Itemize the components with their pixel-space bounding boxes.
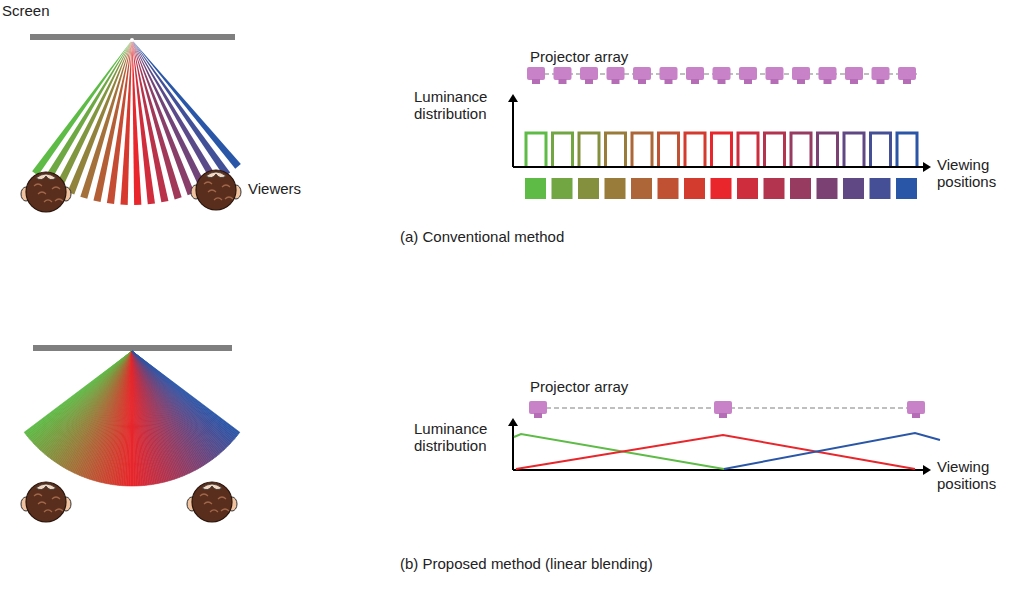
luminance-pulse (818, 133, 838, 166)
projector-icon (580, 67, 598, 84)
annotation-label: Screen (2, 2, 82, 19)
projector-icon (766, 67, 784, 84)
light-ray (120, 40, 132, 205)
view-swatch (764, 178, 785, 199)
projector-icon (792, 67, 810, 84)
blended-light (127, 351, 132, 486)
annotation-label: Viewing positions (937, 156, 1029, 190)
view-swatch (817, 178, 838, 199)
projector-icon (554, 67, 572, 84)
luminance-ramp (724, 433, 940, 469)
light-ray (132, 40, 182, 199)
light-ray (132, 40, 219, 184)
luminance-pulse (526, 133, 546, 166)
subfigure-caption: (a) Conventional method (400, 228, 660, 245)
projector-icon (713, 67, 731, 84)
luminance-pulse (765, 133, 785, 166)
light-ray (107, 40, 132, 204)
light-ray (132, 40, 241, 169)
annotation-label: Projector array (530, 48, 690, 65)
luminance-pulse (685, 133, 705, 166)
viewer-head (187, 482, 237, 522)
projector-icon (527, 67, 545, 84)
luminance-pulse (606, 133, 626, 166)
projector-icon (660, 67, 678, 84)
luminance-pulse (659, 133, 679, 166)
viewer-head (21, 172, 71, 212)
projector-icon (714, 401, 732, 418)
blended-light (121, 351, 132, 486)
blended-light (114, 351, 132, 485)
projector-icon (898, 67, 916, 84)
view-swatch (658, 178, 679, 199)
projector-icon (845, 67, 863, 84)
annotation-label: Luminance distribution (414, 88, 506, 122)
annotation-label: Projector array (530, 378, 690, 395)
luminance-pulse (897, 133, 917, 166)
projector-icon (872, 67, 890, 84)
blended-light (132, 351, 240, 434)
axes (508, 94, 931, 172)
luminance-pulse (844, 133, 864, 166)
luminance-pulse (712, 133, 732, 166)
viewer-head (21, 482, 71, 522)
view-swatch (737, 178, 758, 199)
screen-bar (33, 345, 232, 351)
view-swatch (790, 178, 811, 199)
blended-light (128, 351, 132, 486)
blended-light (125, 351, 132, 486)
luminance-pulse (791, 133, 811, 166)
view-swatch (578, 178, 599, 199)
luminance-pulse (738, 133, 758, 166)
luminance-pulse (553, 133, 573, 166)
projector-icon (529, 401, 547, 418)
blended-light (118, 351, 132, 485)
blended-light (116, 351, 132, 485)
luminance-pulse (871, 133, 891, 166)
view-swatch (870, 178, 891, 199)
projector-icon (607, 67, 625, 84)
view-swatch (843, 178, 864, 199)
view-swatch (684, 178, 705, 199)
view-swatch (525, 178, 546, 199)
annotation-label: Viewers (248, 180, 328, 197)
subfigure-caption: (b) Proposed method (linear blending) (400, 555, 720, 572)
annotation-label: Viewing positions (937, 458, 1029, 492)
view-swatch (896, 178, 917, 199)
view-swatch (631, 178, 652, 199)
projector-icon (819, 67, 837, 84)
blended-light (123, 351, 132, 486)
projector-icon (633, 67, 651, 84)
projector-icon (739, 67, 757, 84)
view-swatch (605, 178, 626, 199)
view-swatch (711, 178, 732, 199)
projector-icon (907, 401, 925, 418)
viewer-head (191, 170, 241, 210)
blended-light (120, 351, 132, 486)
luminance-pulse (579, 133, 599, 166)
projector-icon (686, 67, 704, 84)
luminance-pulse (632, 133, 652, 166)
luminance-ramp (516, 435, 915, 469)
annotation-label: Luminance distribution (414, 420, 506, 454)
view-swatch (552, 178, 573, 199)
light-ray (132, 40, 230, 177)
axes (508, 418, 931, 475)
